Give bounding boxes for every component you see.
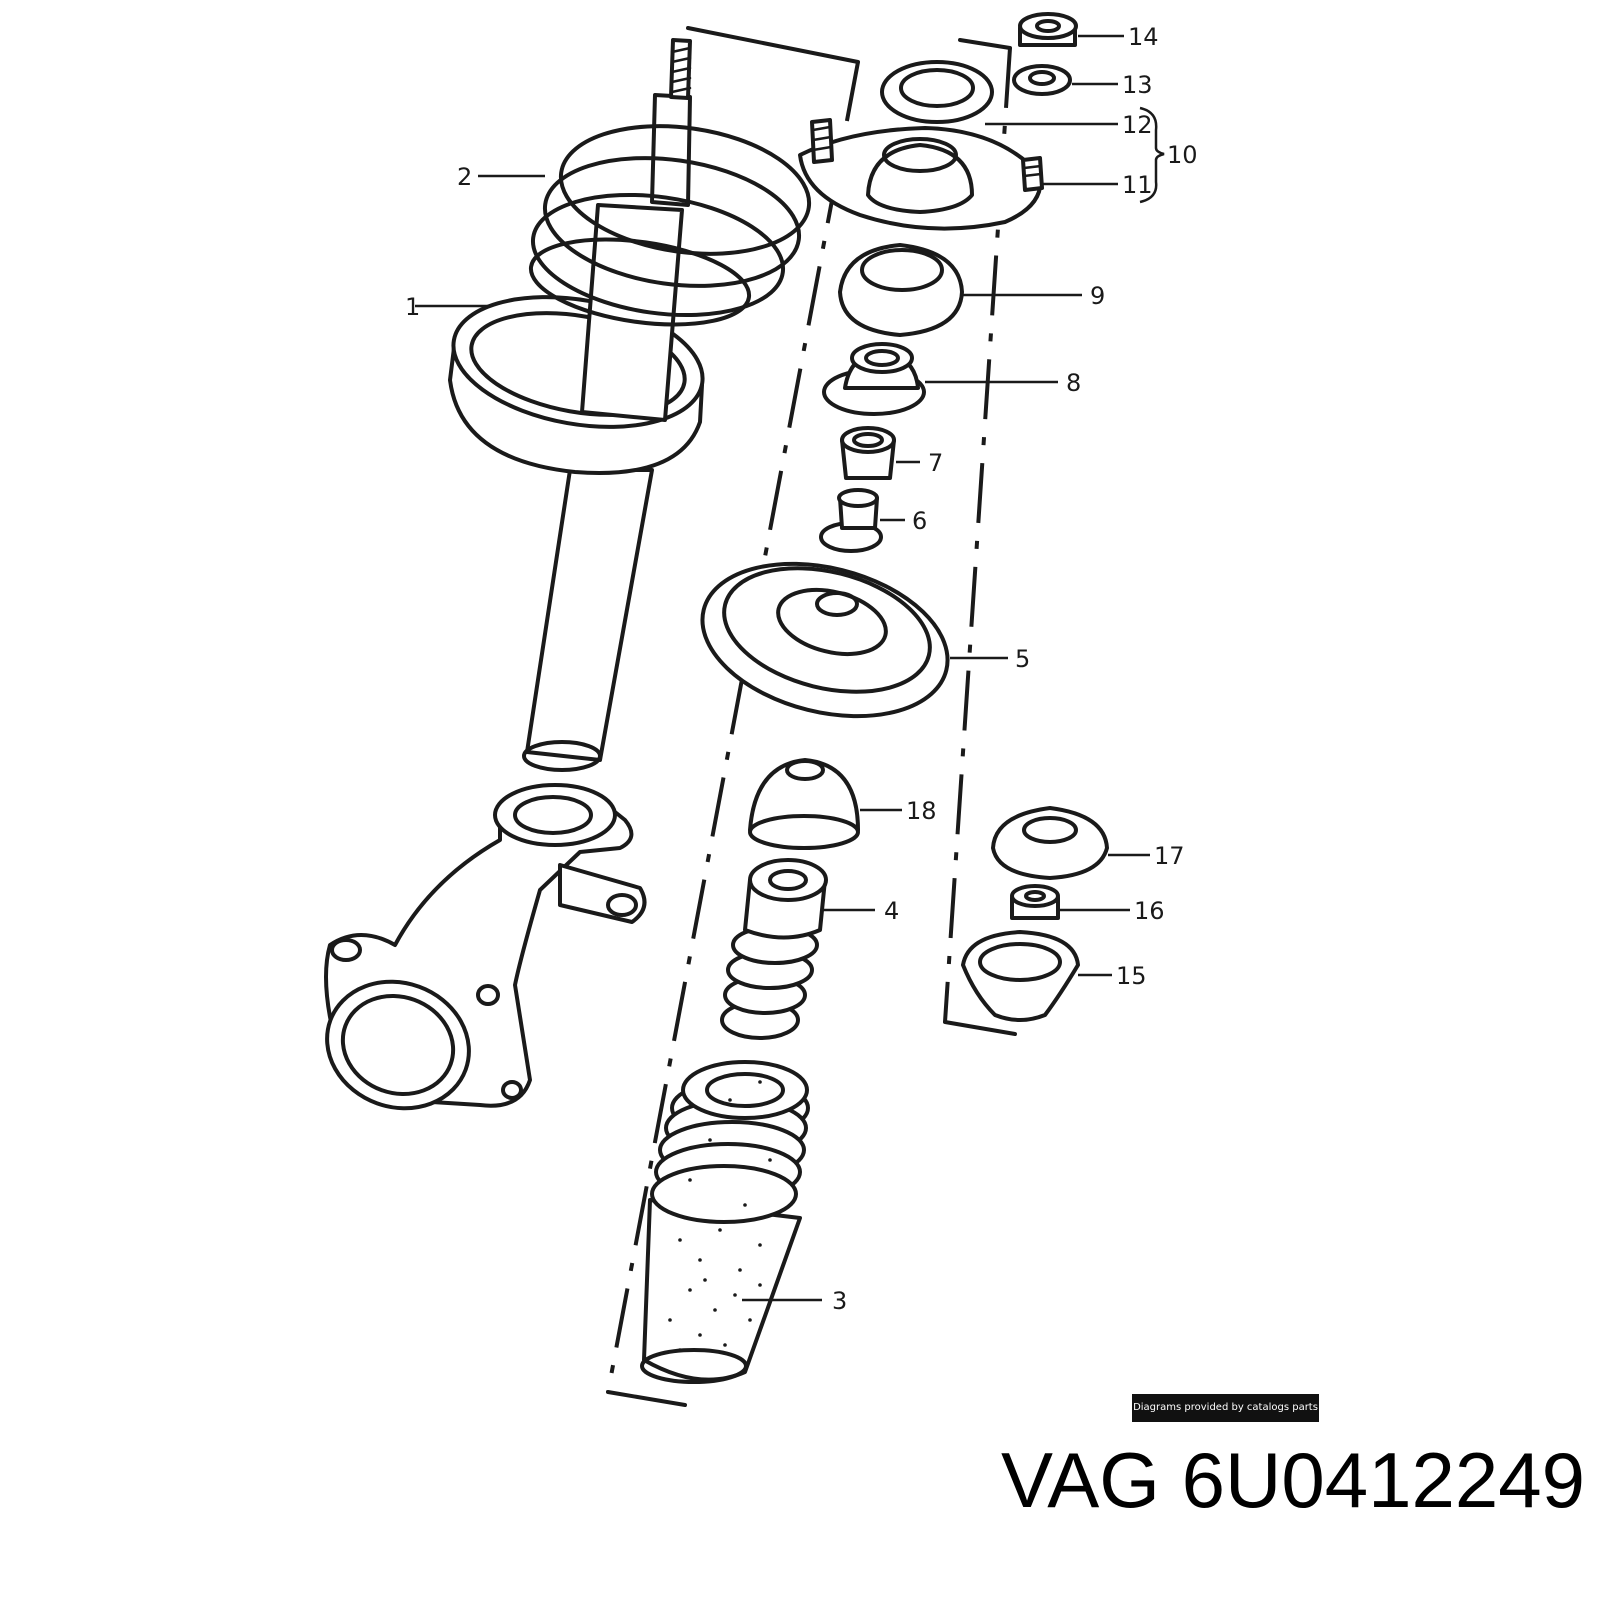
callout-6: 6 <box>912 507 927 535</box>
spring-seat <box>700 561 950 719</box>
callout-17: 17 <box>1154 842 1185 870</box>
coil-spring <box>528 124 812 327</box>
part-number-title: VAG 6U0412249 <box>1001 1436 1585 1524</box>
callout-7: 7 <box>928 449 943 477</box>
callout-11: 11 <box>1122 171 1153 199</box>
callout-10: 10 <box>1167 141 1198 169</box>
credit-badge: Diagrams provided by catalogs parts <box>1132 1394 1319 1422</box>
callout-4: 4 <box>884 897 899 925</box>
shock-absorber <box>448 38 705 772</box>
dust-cap <box>748 758 860 850</box>
callout-9: 9 <box>1090 282 1105 310</box>
small-washer <box>1012 64 1072 96</box>
bump-stop <box>720 858 828 1040</box>
callout-15: 15 <box>1116 962 1147 990</box>
callout-8: 8 <box>1066 369 1081 397</box>
rubber-bushing <box>822 342 926 416</box>
callout-14: 14 <box>1128 23 1159 51</box>
strut-mount-plate <box>798 118 1044 231</box>
callout-12: 12 <box>1122 111 1153 139</box>
callout-3: 3 <box>832 1287 847 1315</box>
callout-16: 16 <box>1134 897 1165 925</box>
stop-washer <box>819 488 883 553</box>
strut-mount-bearing <box>838 243 964 337</box>
callout-13: 13 <box>1122 71 1153 99</box>
callout-1: 1 <box>405 293 420 321</box>
upper-washer <box>880 60 994 124</box>
leader-lines <box>415 34 1165 1302</box>
steering-knuckle <box>324 783 647 1111</box>
callout-5: 5 <box>1015 645 1030 673</box>
hex-nut <box>1010 884 1060 920</box>
spacer-sleeve <box>840 426 896 480</box>
seat-cup <box>961 930 1080 1022</box>
callout-2: 2 <box>457 163 472 191</box>
protective-boot <box>640 1060 810 1384</box>
lock-nut-top <box>1018 12 1078 47</box>
callout-labels: 1 2 3 4 5 6 7 8 9 10 11 12 13 14 15 16 1… <box>405 23 1198 1315</box>
cap-washer <box>991 806 1109 880</box>
callout-18: 18 <box>906 797 937 825</box>
